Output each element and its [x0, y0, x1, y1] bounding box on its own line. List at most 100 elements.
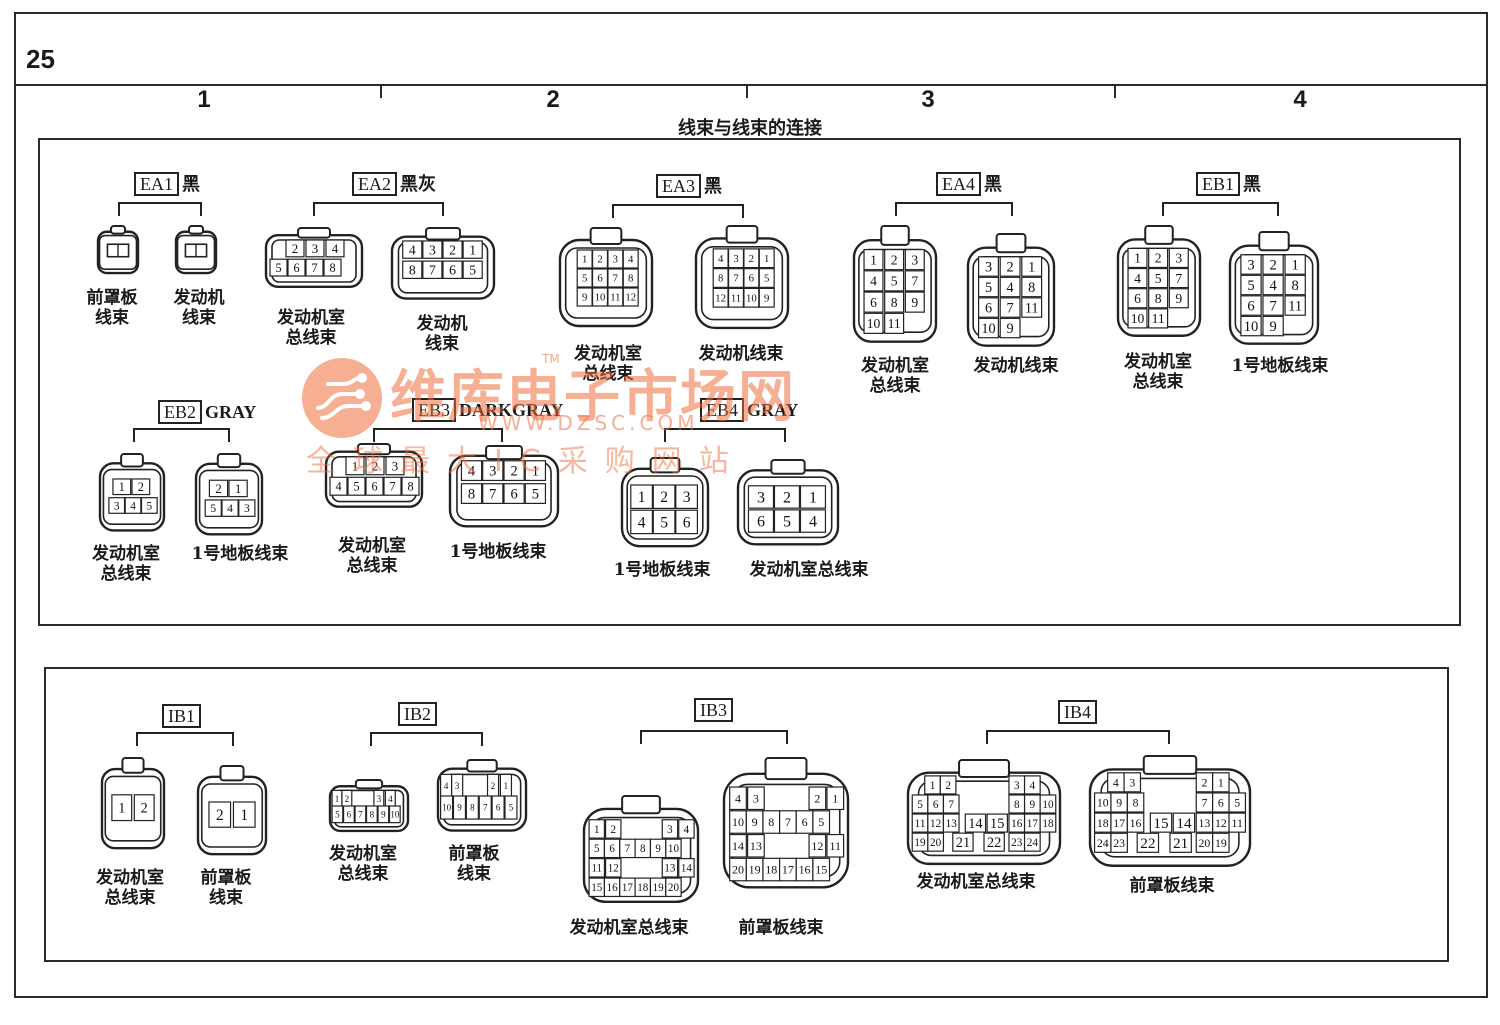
pin-cell: 12 — [712, 287, 729, 308]
pin-number: 2 — [449, 242, 456, 257]
ib3-bracket — [640, 730, 788, 744]
pin-box — [112, 478, 132, 496]
connector-latch — [357, 443, 391, 456]
pin-cell: 8 — [622, 268, 639, 288]
pin-cell: 3 — [305, 239, 325, 258]
pin-number: 18 — [1042, 818, 1054, 830]
pin-number: 8 — [718, 273, 723, 285]
pin-number: 7 — [625, 843, 631, 855]
pin-cell: 13 — [942, 813, 960, 833]
pin-number: 5 — [818, 815, 824, 829]
pin-number: 11 — [915, 818, 926, 830]
pin-cell: 11 — [1228, 812, 1247, 833]
connector-latch — [219, 765, 245, 782]
pin-box — [665, 877, 682, 898]
pin-number: 12 — [625, 292, 636, 304]
pin-box — [503, 483, 525, 505]
pin-cell: 2 — [131, 478, 151, 496]
pin-number: 7 — [483, 803, 488, 813]
pin-number: 4 — [409, 242, 416, 257]
pin-box — [325, 239, 345, 258]
pin-number: 6 — [347, 809, 352, 819]
pin-cell: 6 — [365, 476, 384, 496]
section-title: 线束与线束的连接 — [678, 118, 822, 139]
pin-number: 11 — [1288, 299, 1302, 315]
ea2-code: EA2 — [352, 172, 397, 196]
pin-number: 4 — [130, 500, 136, 512]
pin-number: 11 — [591, 863, 602, 875]
connector-latch — [121, 757, 145, 774]
connector-latch — [109, 225, 127, 235]
pin-number: 23 — [1113, 836, 1125, 850]
pin-number: 2 — [783, 490, 791, 507]
pin-number: 8 — [470, 803, 475, 813]
pin-box — [1212, 772, 1230, 793]
pin-number: 6 — [597, 273, 603, 285]
pin-box — [729, 786, 747, 811]
pin-number: 5 — [891, 274, 898, 289]
pin-box — [588, 858, 606, 878]
pin-cell: 3 — [422, 240, 443, 259]
ib2-left-label: 发动机室 总线束 — [329, 844, 397, 884]
pin-number: 2 — [215, 481, 222, 496]
pin-cell: 9 — [576, 287, 593, 307]
pin-number: 8 — [1014, 799, 1020, 811]
ib2-code: IB2 — [398, 702, 437, 726]
pin-number: 2 — [292, 241, 298, 256]
pin-box — [1127, 267, 1148, 289]
pin-cell: 4 — [799, 509, 827, 533]
ib3-left-label: 发动机室总线束 — [569, 918, 689, 938]
pin-number: 8 — [407, 480, 413, 494]
pin-cell: 2 — [743, 248, 760, 269]
pin-box — [1021, 256, 1043, 277]
pin-box — [478, 795, 492, 820]
pin-box — [287, 258, 306, 277]
pin-cell: 5 — [978, 276, 999, 298]
ea4-bracket — [895, 202, 1013, 216]
pin-number: 1 — [832, 791, 838, 805]
pin-number: 8 — [409, 263, 416, 278]
pin-number: 6 — [1218, 796, 1224, 810]
pin-cell: 6 — [1212, 792, 1230, 813]
pin-cell: 1 — [758, 248, 775, 269]
pin-cell: 1 — [331, 789, 343, 808]
ea4-code: EA4 — [936, 172, 981, 196]
ea4-color: 黑 — [984, 174, 1002, 194]
pin-cell: 14 — [678, 858, 695, 878]
pin-cell: 8 — [1284, 274, 1306, 296]
pin-box — [661, 819, 679, 839]
pin-box — [1168, 247, 1189, 269]
pin-box — [978, 276, 999, 298]
pin-cell: 4 — [863, 270, 884, 292]
pin-cell: 12 — [1212, 812, 1230, 833]
pin-number: 1 — [235, 481, 242, 496]
pin-box — [460, 483, 483, 505]
pin-number: 9 — [1007, 321, 1014, 337]
pin-number: 7 — [389, 480, 395, 494]
connector-housing — [196, 775, 268, 856]
pin-cell: 3 — [1008, 775, 1026, 795]
pin-cell: 9 — [758, 287, 775, 308]
connector-inner-wall — [200, 783, 264, 848]
pin-number: 2 — [891, 252, 898, 267]
ea4-right-label: 发动机线束 — [973, 356, 1059, 376]
pin-box — [964, 813, 987, 833]
pin-box — [622, 268, 639, 288]
pin-cell: 4 — [124, 497, 142, 514]
pin-number: 6 — [510, 487, 517, 503]
pin-box — [1240, 254, 1262, 275]
pin-cell: 9 — [999, 317, 1021, 339]
pin-cell: 4 — [1127, 267, 1148, 289]
pin-cell: 8 — [884, 291, 905, 313]
ea3-bracket — [612, 204, 744, 218]
connector-inner-wall — [564, 247, 648, 319]
pin-cell: 4 — [1107, 772, 1125, 793]
pin-number: 1 — [809, 490, 817, 507]
pin-cell: 23 — [1110, 832, 1128, 853]
pin-cell: 7 — [904, 270, 925, 292]
pin-cell: 23 — [1008, 832, 1026, 852]
pin-box — [773, 509, 801, 533]
pin-box — [442, 240, 463, 259]
